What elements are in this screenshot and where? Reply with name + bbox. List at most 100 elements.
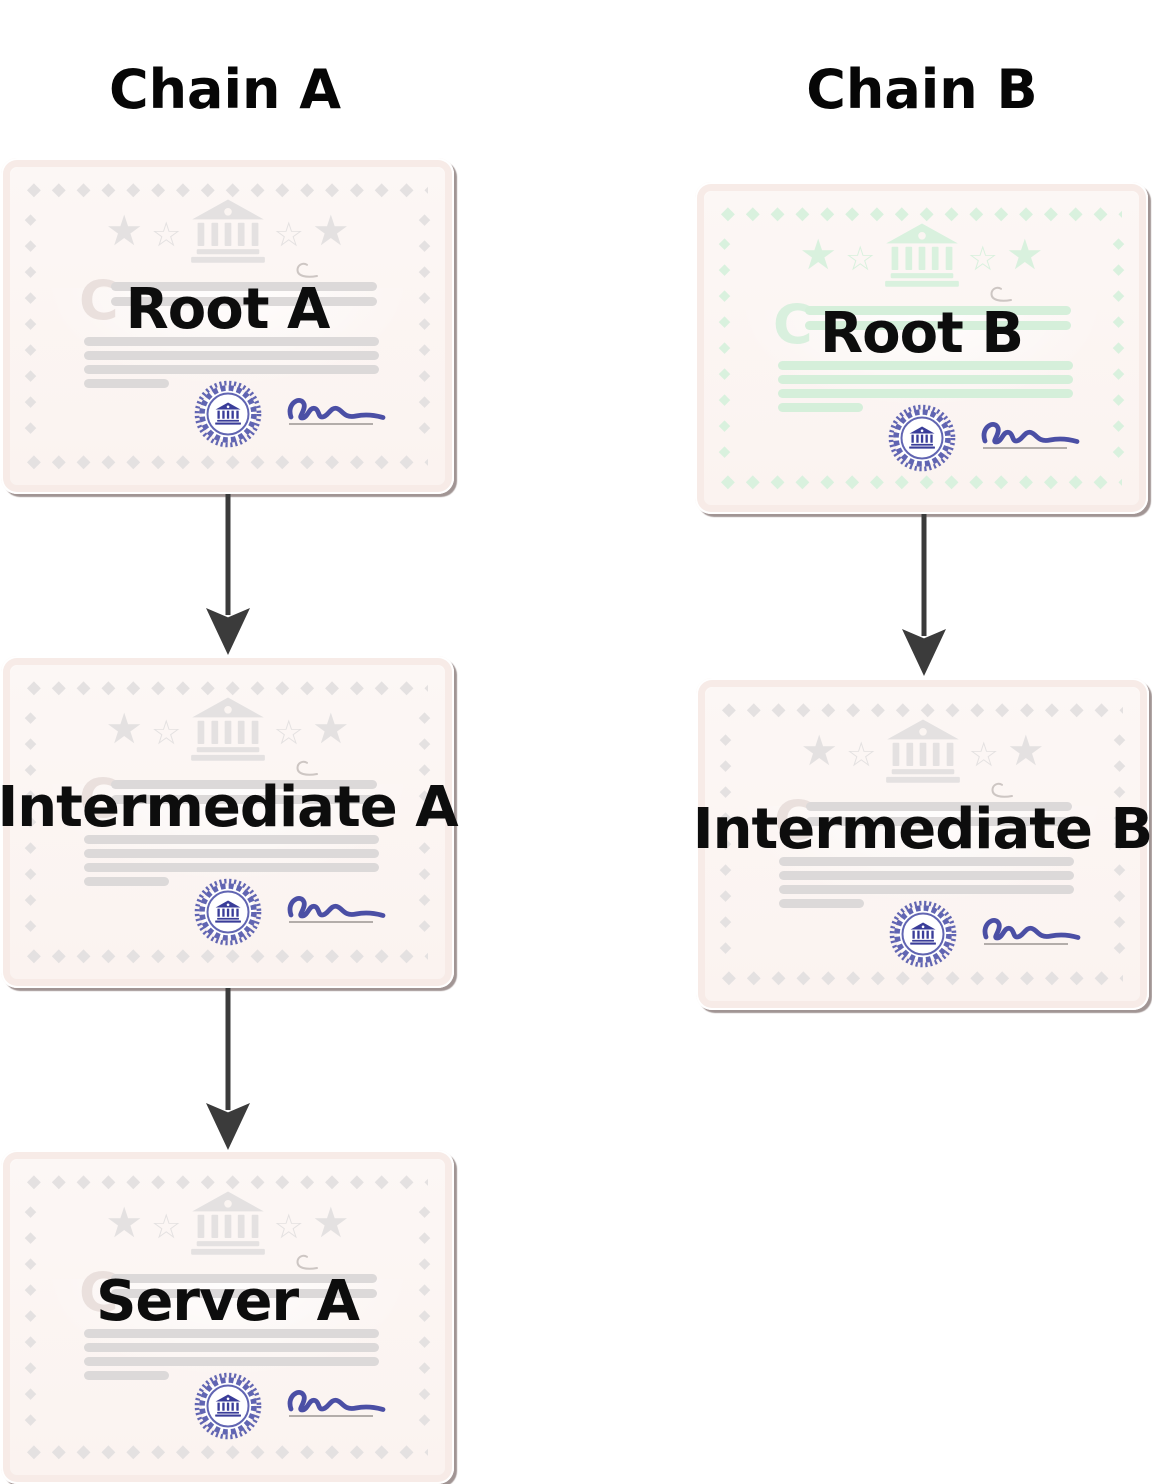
- diamond-border-left: ◆◆◆◆◆◆◆◆◆◆◆◆: [718, 234, 731, 460]
- cert-label-intermediate-b: Intermediate B: [692, 797, 1152, 862]
- bank-watermark: ★ ☆ ☆ ★: [1, 1188, 454, 1258]
- seal-icon: [193, 379, 263, 449]
- certificate-art: ◆◆◆◆◆◆◆◆◆◆◆◆◆◆◆◆◆◆ ◆◆◆◆◆◆◆◆◆◆◆◆◆◆◆◆◆◆ ◆◆…: [695, 182, 1148, 514]
- text-line: [84, 379, 169, 388]
- star-outline-icon: ☆: [151, 215, 182, 255]
- text-line: [805, 306, 1071, 315]
- star-icon: ★: [311, 1198, 350, 1247]
- cert-label-root-b: Root B: [819, 301, 1024, 366]
- diamond-border-right: ◆◆◆◆◆◆◆◆◆◆◆◆: [1113, 730, 1126, 956]
- cert-label-server-a: Server A: [96, 1269, 360, 1334]
- star-outline-icon: ☆: [273, 215, 304, 255]
- text-line: [111, 795, 377, 804]
- diamond-border-top: ◆◆◆◆◆◆◆◆◆◆◆◆◆◆◆◆◆◆: [721, 203, 1122, 224]
- signature: [287, 1390, 386, 1417]
- cert-root-a: ◆◆◆◆◆◆◆◆◆◆◆◆◆◆◆◆◆◆ ◆◆◆◆◆◆◆◆◆◆◆◆◆◆◆◆◆◆ ◆◆…: [1, 158, 454, 494]
- certificate-art: ◆◆◆◆◆◆◆◆◆◆◆◆◆◆◆◆◆◆ ◆◆◆◆◆◆◆◆◆◆◆◆◆◆◆◆◆◆ ◆◆…: [1, 158, 454, 494]
- text-line: [84, 337, 379, 346]
- chain-a-title: Chain A: [108, 58, 342, 121]
- text-line: [84, 351, 379, 360]
- bank-icon: [190, 199, 265, 263]
- diamond-border-bottom: ◆◆◆◆◆◆◆◆◆◆◆◆◆◆◆◆◆◆: [27, 1441, 428, 1462]
- text-line: [84, 1329, 379, 1338]
- star-outline-icon: ☆: [151, 1207, 182, 1247]
- star-outline-icon: ☆: [845, 239, 876, 279]
- arrow-root-a-to-intermediate-a: [206, 494, 250, 655]
- ribbon-hook-icon: [296, 262, 318, 278]
- signature: [981, 422, 1080, 449]
- diamond-border-left: ◆◆◆◆◆◆◆◆◆◆◆◆: [719, 730, 732, 956]
- chain-b-title: Chain B: [806, 58, 1038, 121]
- text-line: [778, 389, 1073, 398]
- cert-root-b: ◆◆◆◆◆◆◆◆◆◆◆◆◆◆◆◆◆◆ ◆◆◆◆◆◆◆◆◆◆◆◆◆◆◆◆◆◆ ◆◆…: [695, 182, 1148, 514]
- diamond-border-top: ◆◆◆◆◆◆◆◆◆◆◆◆◆◆◆◆◆◆: [27, 677, 428, 698]
- text-line: [806, 802, 1072, 811]
- star-icon: ★: [311, 704, 350, 753]
- ribbon-hook-icon: [296, 1254, 318, 1270]
- text-line: [806, 817, 1072, 826]
- text-line: [84, 877, 169, 886]
- cert-intermediate-b: ◆◆◆◆◆◆◆◆◆◆◆◆◆◆◆◆◆◆ ◆◆◆◆◆◆◆◆◆◆◆◆◆◆◆◆◆◆ ◆◆…: [692, 678, 1152, 1010]
- text-line: [84, 1343, 379, 1352]
- certificate-art: ◆◆◆◆◆◆◆◆◆◆◆◆◆◆◆◆◆◆ ◆◆◆◆◆◆◆◆◆◆◆◆◆◆◆◆◆◆ ◆◆…: [1, 656, 454, 988]
- text-line: [84, 835, 379, 844]
- cert-server-a: ◆◆◆◆◆◆◆◆◆◆◆◆◆◆◆◆◆◆ ◆◆◆◆◆◆◆◆◆◆◆◆◆◆◆◆◆◆ ◆◆…: [1, 1150, 454, 1484]
- star-icon: ★: [800, 726, 839, 775]
- certificate-art: ◆◆◆◆◆◆◆◆◆◆◆◆◆◆◆◆◆◆ ◆◆◆◆◆◆◆◆◆◆◆◆◆◆◆◆◆◆ ◆◆…: [696, 678, 1149, 1010]
- certificate-art: ◆◆◆◆◆◆◆◆◆◆◆◆◆◆◆◆◆◆ ◆◆◆◆◆◆◆◆◆◆◆◆◆◆◆◆◆◆ ◆◆…: [1, 1150, 454, 1484]
- diamond-border-top: ◆◆◆◆◆◆◆◆◆◆◆◆◆◆◆◆◆◆: [722, 699, 1123, 720]
- star-outline-icon: ☆: [151, 713, 182, 753]
- cert-label-intermediate-a: Intermediate A: [0, 775, 459, 840]
- star-icon: ★: [311, 206, 350, 255]
- diamond-border-left: ◆◆◆◆◆◆◆◆◆◆◆◆: [24, 1202, 37, 1428]
- diamond-border-bottom: ◆◆◆◆◆◆◆◆◆◆◆◆◆◆◆◆◆◆: [27, 945, 428, 966]
- text-line: [779, 871, 1074, 880]
- ribbon-hook-icon: [991, 782, 1013, 798]
- arrow-down-icon: [206, 1103, 250, 1150]
- diamond-border-bottom: ◆◆◆◆◆◆◆◆◆◆◆◆◆◆◆◆◆◆: [27, 451, 428, 472]
- arrow-shaft: [225, 494, 231, 615]
- bank-icon: [885, 719, 960, 783]
- seal-icon: [887, 403, 957, 473]
- text-line: [779, 899, 864, 908]
- text-line: [111, 1289, 377, 1298]
- star-outline-icon: ☆: [273, 1207, 304, 1247]
- diamond-border-right: ◆◆◆◆◆◆◆◆◆◆◆◆: [418, 210, 431, 446]
- seal-icon: [888, 899, 958, 969]
- arrow-root-b-to-intermediate-b: [902, 514, 946, 676]
- arrow-shaft: [921, 514, 927, 636]
- seal-icon: [193, 877, 263, 947]
- text-line: [779, 857, 1074, 866]
- text-line: [84, 1357, 379, 1366]
- text-line: [84, 365, 379, 374]
- text-line: [805, 321, 1071, 330]
- star-outline-icon: ☆: [967, 239, 998, 279]
- star-icon: ★: [799, 230, 838, 279]
- bank-watermark: ★ ☆ ☆ ★: [696, 716, 1149, 786]
- text-line: [778, 375, 1073, 384]
- arrow-intermediate-a-to-server-a: [206, 988, 250, 1150]
- bank-icon: [190, 1191, 265, 1255]
- star-outline-icon: ☆: [846, 735, 877, 775]
- arrow-shaft: [225, 988, 231, 1110]
- diamond-border-top: ◆◆◆◆◆◆◆◆◆◆◆◆◆◆◆◆◆◆: [27, 179, 428, 200]
- text-line: [111, 297, 377, 306]
- star-outline-icon: ☆: [273, 713, 304, 753]
- cert-label-root-a: Root A: [125, 277, 331, 342]
- text-line: [84, 1371, 169, 1380]
- diamond-border-bottom: ◆◆◆◆◆◆◆◆◆◆◆◆◆◆◆◆◆◆: [721, 471, 1122, 492]
- signature: [287, 398, 386, 425]
- star-icon: ★: [1006, 726, 1045, 775]
- signature: [287, 896, 386, 923]
- diamond-border-right: ◆◆◆◆◆◆◆◆◆◆◆◆: [1112, 234, 1125, 460]
- arrow-down-icon: [902, 629, 946, 676]
- diamond-border-right: ◆◆◆◆◆◆◆◆◆◆◆◆: [418, 1202, 431, 1428]
- text-line: [111, 780, 377, 789]
- text-line: [111, 1274, 377, 1283]
- star-outline-icon: ☆: [968, 735, 999, 775]
- diamond-border-left: ◆◆◆◆◆◆◆◆◆◆◆◆: [24, 210, 37, 446]
- diamond-border-top: ◆◆◆◆◆◆◆◆◆◆◆◆◆◆◆◆◆◆: [27, 1171, 428, 1192]
- diamond-border-right: ◆◆◆◆◆◆◆◆◆◆◆◆: [418, 708, 431, 934]
- diamond-border-left: ◆◆◆◆◆◆◆◆◆◆◆◆: [24, 708, 37, 934]
